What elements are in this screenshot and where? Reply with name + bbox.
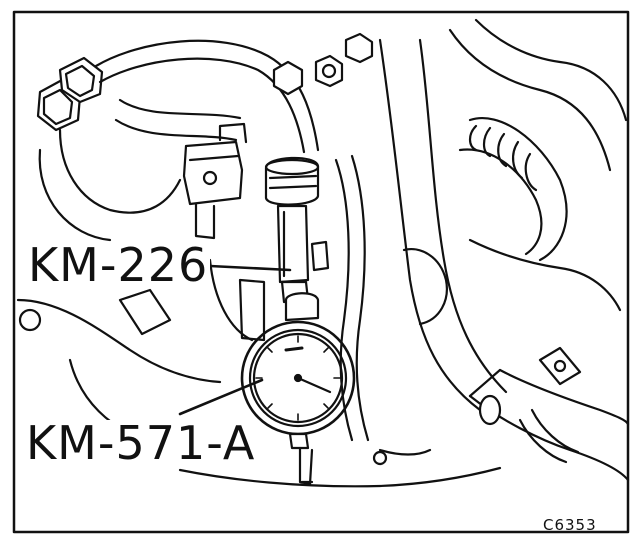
bolt-cluster-top [274,34,372,94]
upper-fuel-hose [96,41,318,152]
figure-code: C6353 [543,516,597,534]
sensor-bracket [184,124,246,238]
leader-line-km226 [210,266,290,270]
hose-fitting-upper-left [38,58,102,130]
tool-label-km-571-a: KM-571-A [24,416,258,470]
corrugated-boot [460,118,567,260]
leader-line-km571a [180,380,262,414]
lower-right-hose [470,348,628,480]
dial-gauge-icon [242,322,354,484]
middle-pipes [210,156,620,440]
km-226-tool [266,158,328,320]
right-large-hose [380,20,626,410]
tool-label-km-226: KM-226 [26,238,211,292]
left-coolant-hose [40,100,240,240]
figure-frame [14,12,628,532]
